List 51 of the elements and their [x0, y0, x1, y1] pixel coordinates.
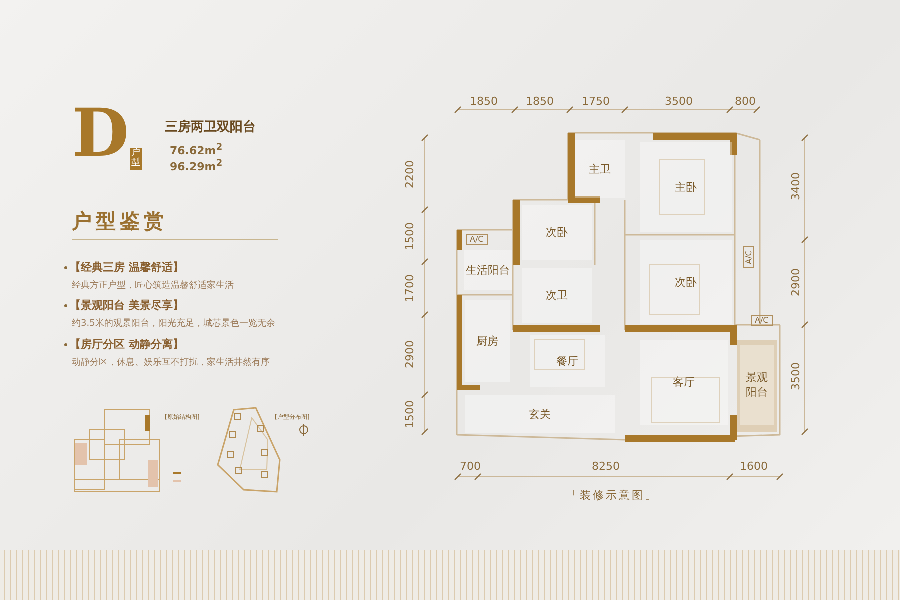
feature-heading: 【房厅分区 动静分离】 [70, 337, 184, 352]
room-label: 次卧 [675, 274, 697, 290]
room-area [464, 250, 512, 290]
feature-text: 动静分区，休息、娱乐互不打扰，家生活井然有序 [72, 356, 270, 369]
room-label: 餐厅 [556, 354, 578, 368]
room-label: 次卧 [546, 225, 568, 240]
dimension-label: 1600 [740, 460, 768, 473]
drawing-caption: 「装修示意图」 [567, 488, 658, 503]
unit-subtitle: 三房两卫双阳台 [165, 118, 256, 136]
ac-unit-label: A/C [466, 234, 488, 245]
section-heading: 户型鉴赏 [72, 208, 168, 235]
room-area [640, 240, 732, 324]
dimension-label: 3500 [790, 362, 802, 390]
dimension-label: 1500 [404, 400, 416, 428]
room-label: 主卧 [675, 180, 697, 194]
feature-heading: 【经典三房 温馨舒适】 [70, 260, 184, 275]
dimension-label: 8250 [592, 460, 620, 473]
room-area [530, 335, 605, 387]
dimension-label: 3400 [790, 172, 802, 200]
dimension-label: 800 [735, 95, 756, 108]
dimension-label: 1700 [404, 274, 416, 302]
feature-text: 约3.5米的观景阳台，阳光充足，城芯景色一览无余 [72, 318, 276, 330]
feature-text: 经典方正户型，匠心筑造温馨舒适家生活 [72, 280, 234, 292]
area-value: 76.62m$^{2}$ [170, 142, 223, 158]
ac-unit-label: A/C [743, 246, 754, 268]
dimension-label: 1850 [526, 95, 554, 108]
ac-unit-label: A/C [751, 315, 773, 326]
dimension-label: 2900 [790, 268, 802, 296]
room-label: 厨房 [476, 334, 498, 348]
room-label: 景观阳台 [745, 370, 769, 400]
dimension-label: 3500 [665, 95, 693, 108]
room-label: 生活阳台 [466, 262, 510, 278]
room-label: 客厅 [673, 375, 695, 390]
unit-letter: D [72, 100, 130, 166]
room-area [640, 340, 728, 425]
feature-heading: 【景观阳台 美景尽享】 [70, 298, 184, 313]
room-area [575, 140, 625, 198]
dimension-label: 1500 [404, 222, 416, 250]
dimension-label: 1750 [582, 95, 610, 108]
room-label: 玄关 [529, 406, 551, 422]
room-label: 主卫 [589, 162, 611, 176]
dimension-label: 700 [460, 460, 481, 473]
area-value: 96.29m$^{2}$ [170, 158, 223, 174]
dimension-label: 2200 [404, 160, 416, 188]
unit-type-tag: 户型 [130, 148, 142, 170]
dimension-label: 1850 [470, 95, 498, 108]
room-area [640, 142, 732, 232]
room-label: 次卫 [546, 288, 568, 303]
room-area [465, 395, 615, 433]
room-area [740, 345, 774, 425]
dimension-label: 2900 [404, 340, 416, 368]
